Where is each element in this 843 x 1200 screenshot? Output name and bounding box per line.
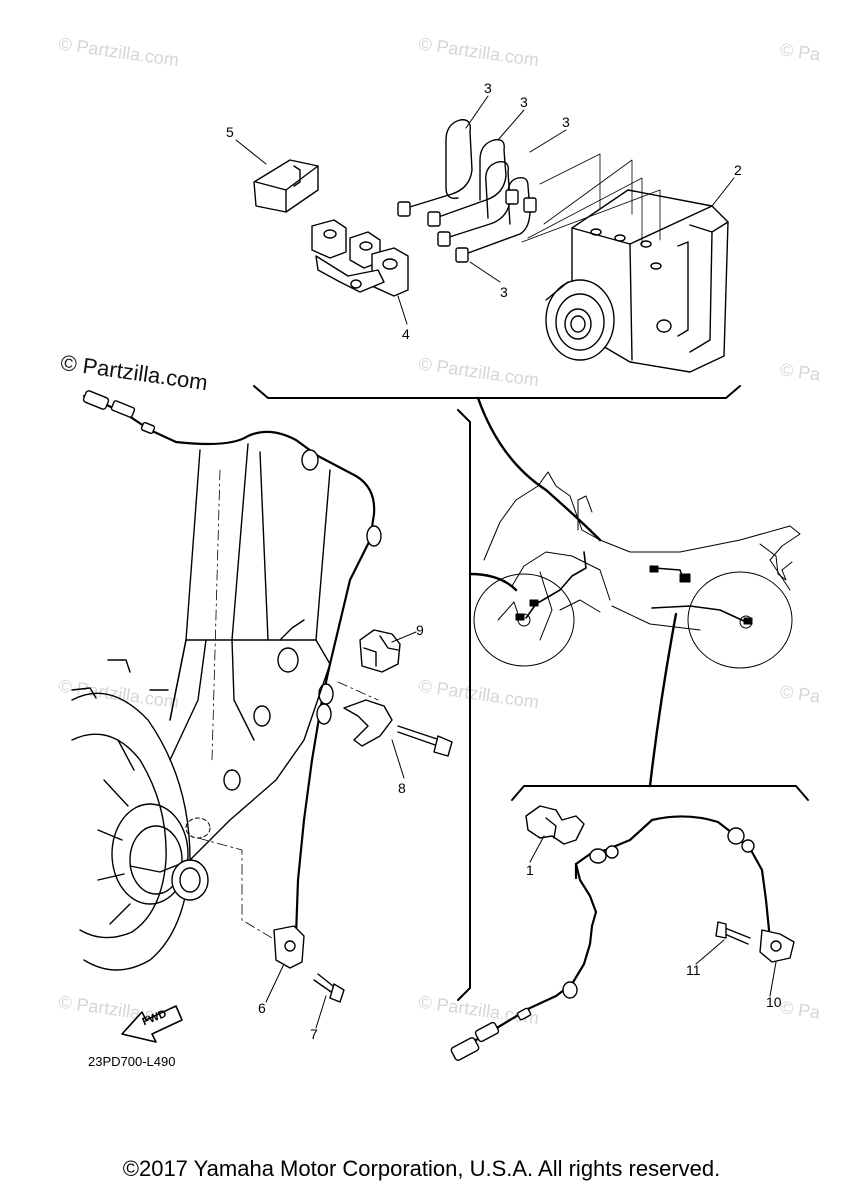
callout-5: 5 — [226, 124, 234, 140]
rear-sensor-group — [450, 805, 795, 1061]
callout-2: 2 — [734, 162, 742, 178]
diagram-code: 23PD700-L490 — [88, 1054, 176, 1069]
callout-3: 3 — [562, 114, 570, 130]
callout-9: 9 — [416, 622, 424, 638]
fwd-arrow — [121, 1005, 183, 1043]
hydraulic-unit-group — [253, 119, 729, 373]
callout-leaders-top — [235, 95, 735, 325]
callout-3: 3 — [484, 80, 492, 96]
callout-8: 8 — [398, 780, 406, 796]
callout-leaders-rear — [529, 835, 777, 997]
callout-7: 7 — [310, 1026, 318, 1042]
copyright-footer: ©2017 Yamaha Motor Corporation, U.S.A. A… — [122, 1156, 721, 1181]
callout-6: 6 — [258, 1000, 266, 1016]
callout-1: 1 — [526, 862, 534, 878]
callout-10: 10 — [766, 994, 782, 1010]
callout-3: 3 — [520, 94, 528, 110]
callout-3: 3 — [500, 284, 508, 300]
callout-leaders-left — [265, 631, 417, 1029]
callout-11: 11 — [686, 962, 701, 978]
front-fork-group — [71, 390, 453, 1003]
callout-4: 4 — [402, 326, 410, 342]
motorcycle-silhouette — [473, 471, 801, 669]
